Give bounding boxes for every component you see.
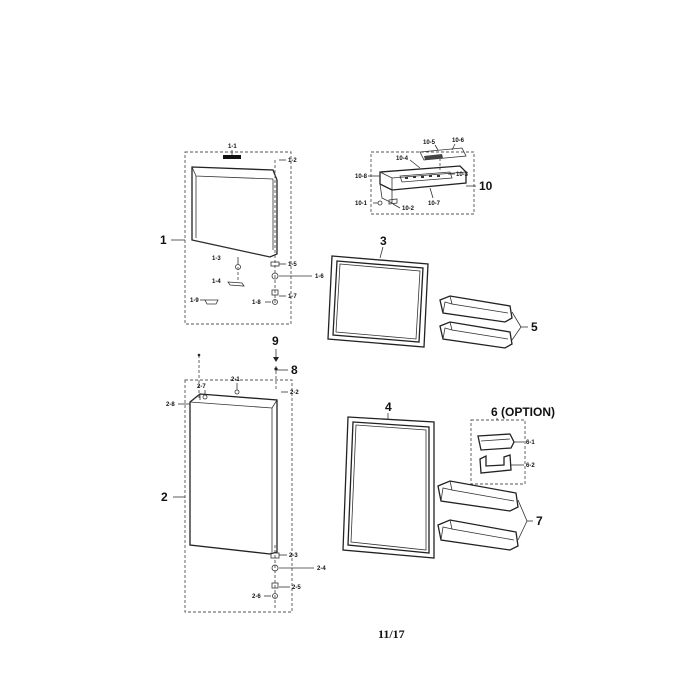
bin-5-bottom — [439, 321, 513, 349]
label-2: 2 — [161, 490, 168, 504]
label-2-5: 2-5 — [292, 585, 301, 591]
label-1: 1 — [160, 233, 167, 247]
lower-door-panel — [189, 393, 278, 555]
page-number: 11/17 — [378, 627, 405, 641]
label-8: 8 — [291, 363, 298, 377]
part-1-9-cap — [200, 299, 219, 305]
part-1-5-1-8-hinge-parts — [265, 159, 312, 305]
label-2-3: 2-3 — [289, 553, 298, 559]
option-group-outline — [470, 419, 526, 485]
label-10-2: 10-2 — [402, 206, 415, 212]
control-panel-housing — [379, 165, 467, 204]
label-3: 3 — [380, 234, 387, 248]
upper-door-group-outline — [184, 151, 292, 325]
bin-5-top — [439, 295, 513, 323]
part-6-1-guard — [477, 433, 515, 451]
label-1-4: 1-4 — [212, 279, 221, 285]
label-2-8: 2-8 — [166, 402, 175, 408]
control-panel-group-outline — [370, 151, 475, 215]
label-2-1: 2-1 — [231, 377, 240, 383]
label-9: 9 — [272, 334, 279, 348]
bin-7-bottom — [437, 519, 519, 551]
upper-door-assembly: 1 1-1 1-2 1-3 1-4 1-5 1-6 1-7 1-8 1-9 — [160, 144, 324, 325]
label-1-3: 1-3 — [212, 256, 221, 262]
upper-door-gasket: 3 — [327, 234, 429, 348]
label-1-9: 1-9 — [190, 298, 199, 304]
part-2-1-2-7-2-8 — [178, 353, 288, 405]
part-2-3-2-6-hinge-parts — [264, 545, 314, 608]
label-10-6: 10-6 — [452, 138, 465, 144]
label-1-6: 1-6 — [315, 274, 324, 280]
label-6-1: 6-1 — [526, 440, 535, 446]
part-6-2-holder — [479, 454, 512, 474]
label-2-2: 2-2 — [290, 390, 299, 396]
label-10-4: 10-4 — [396, 156, 409, 162]
bin-7-top — [437, 480, 519, 512]
label-10-3: 10-3 — [456, 172, 469, 178]
label-10-5: 10-5 — [423, 140, 436, 146]
label-6: 6 (OPTION) — [491, 405, 555, 419]
label-2-4: 2-4 — [317, 566, 326, 572]
label-7: 7 — [536, 514, 543, 528]
part-10-5-10-6-display-board — [419, 147, 467, 170]
control-panel-assembly: 10 10-1 10-2 10-3 10-4 10-5 10-6 10-7 10… — [355, 138, 493, 215]
part-9-8-hinge-pin — [273, 349, 288, 390]
label-1-8: 1-8 — [252, 300, 261, 306]
lower-door-group-outline — [184, 379, 293, 613]
upper-door-panel — [191, 166, 278, 258]
lower-door-bins: 7 — [437, 480, 543, 551]
label-5: 5 — [531, 320, 538, 334]
label-1-5: 1-5 — [288, 262, 297, 268]
part-10-1-10-2-small-parts — [373, 198, 401, 209]
lower-door-gasket: 4 — [342, 400, 435, 559]
part-1-3-1-4-screws — [227, 257, 245, 287]
label-1-7: 1-7 — [288, 294, 297, 300]
label-2-7: 2-7 — [197, 384, 206, 390]
label-2-6: 2-6 — [252, 594, 261, 600]
lower-door-assembly: 9 8 2 2-1 2-2 2-7 2-8 2-3 2-4 2-5 2-6 — [161, 334, 326, 613]
upper-door-bins: 5 — [439, 295, 538, 349]
option-guard-assembly: 6 (OPTION) 6-1 6-2 — [470, 405, 555, 485]
label-1-1: 1-1 — [228, 144, 237, 150]
label-10: 10 — [479, 179, 493, 193]
label-4: 4 — [385, 400, 392, 414]
part-1-1-handle — [223, 150, 241, 159]
label-1-2: 1-2 — [288, 158, 297, 164]
label-10-1: 10-1 — [355, 201, 368, 207]
label-6-2: 6-2 — [526, 463, 535, 469]
label-10-8: 10-8 — [355, 174, 368, 180]
label-10-7: 10-7 — [428, 201, 441, 207]
